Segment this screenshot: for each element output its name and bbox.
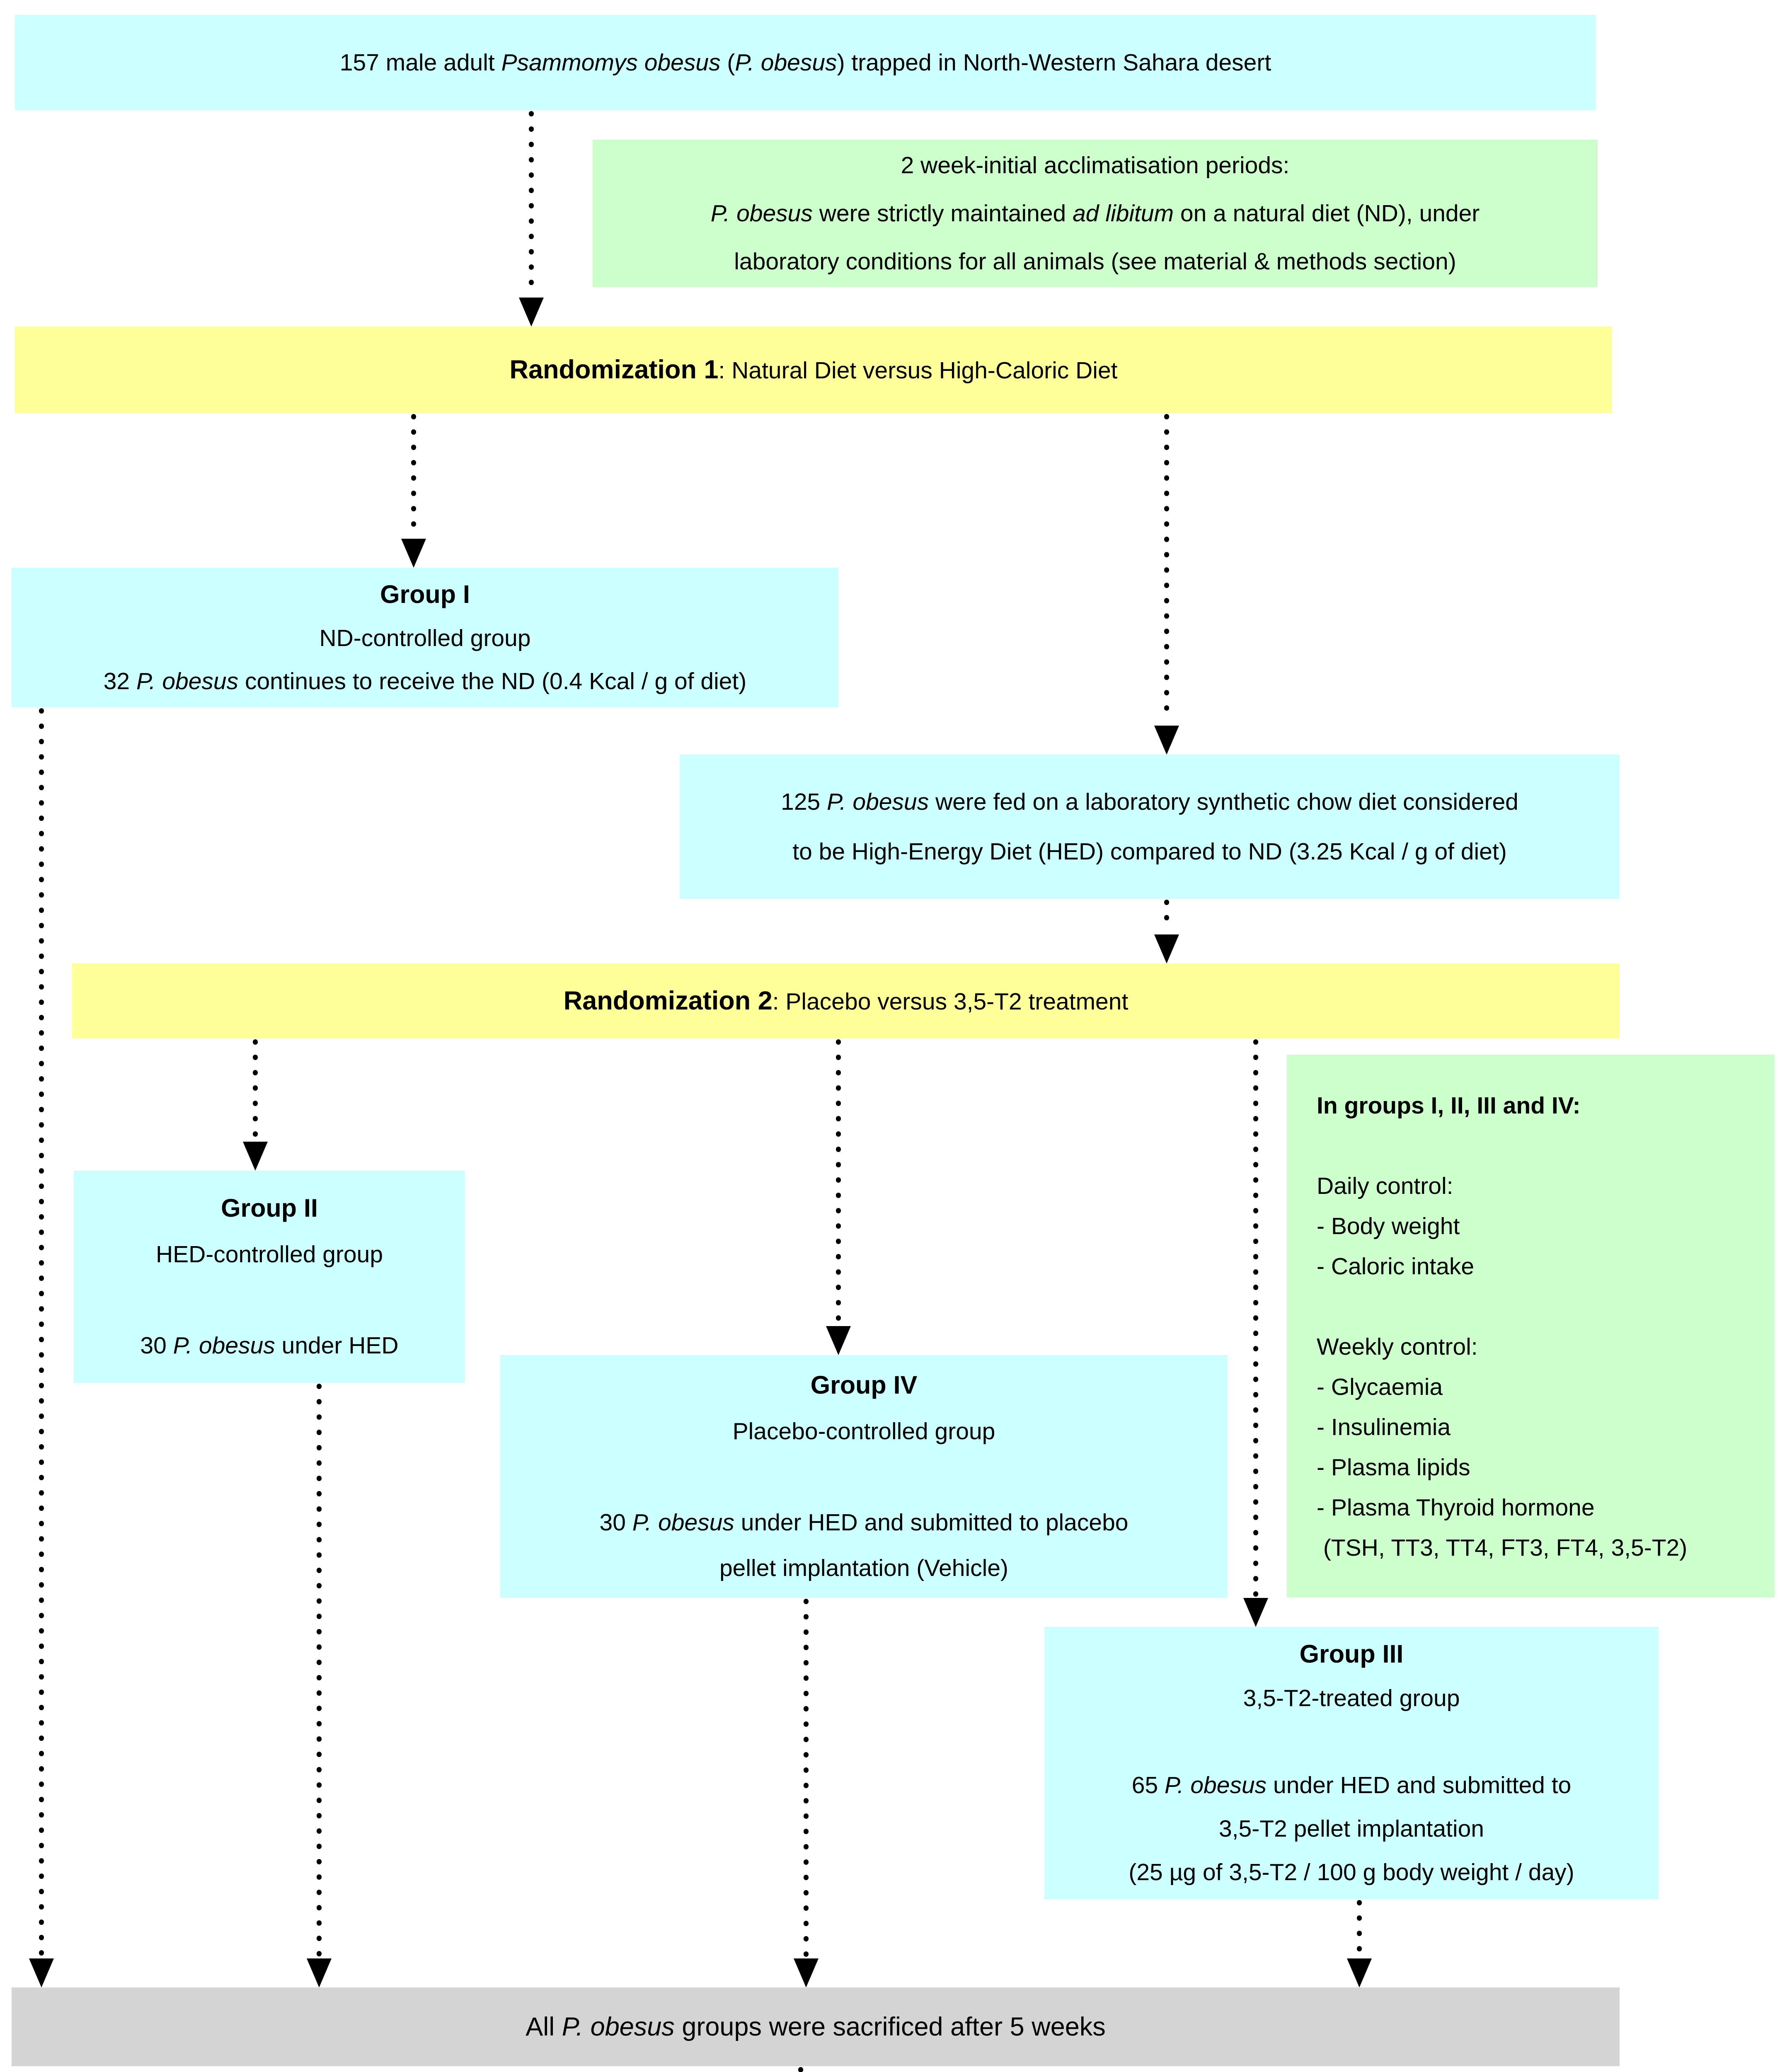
group-2-text: Group II HED-controlled group 30 P. obesu… bbox=[140, 1185, 398, 1368]
text-line: (25 µg of 3,5-T2 / 100 g body weight / d… bbox=[1129, 1859, 1574, 1886]
randomization-2-bar: Randomization 2: Placebo versus 3,5-T2 t… bbox=[72, 963, 1620, 1038]
text-line: 2 week-initial acclimatisation periods: bbox=[901, 152, 1290, 179]
text-line: 65 P. obesus under HED and submitted to bbox=[1131, 1772, 1572, 1798]
text-line: Group IV bbox=[810, 1371, 918, 1399]
arrow-randomization2-to-group2 bbox=[243, 1039, 268, 1171]
text-line: laboratory conditions for all animals (s… bbox=[734, 248, 1456, 275]
text-line: 30 P. obesus under HED and submitted to … bbox=[599, 1509, 1129, 1536]
monitoring-protocol-text: In groups I, II, III and IV: Daily contr… bbox=[1317, 1086, 1687, 1568]
arrow-hed-to-randomization2 bbox=[1154, 900, 1179, 963]
text-line: Group III bbox=[1299, 1639, 1404, 1668]
text-line bbox=[600, 1454, 1129, 1500]
text-line: Weekly control: bbox=[1317, 1334, 1478, 1360]
text-line: 3,5-T2 pellet implantation bbox=[1218, 1815, 1484, 1842]
text-line: - Insulinemia bbox=[1317, 1414, 1451, 1440]
arrow-group3-to-sacrifice bbox=[1347, 1900, 1372, 1987]
text-line bbox=[140, 1277, 398, 1323]
text-line bbox=[1317, 1287, 1687, 1327]
text-line: Group I bbox=[380, 580, 470, 608]
text-line: - Caloric intake bbox=[1317, 1253, 1475, 1280]
monitoring-protocol-box: In groups I, II, III and IV: Daily contr… bbox=[1287, 1055, 1775, 1598]
hed-diet-box: 125 P. obesus were fed on a laboratory s… bbox=[680, 755, 1620, 899]
text-line: 125 P. obesus were fed on a laboratory s… bbox=[781, 789, 1518, 815]
text-line: ND-controlled group bbox=[319, 625, 531, 651]
text-line: 3,5-T2-treated group bbox=[1243, 1685, 1460, 1711]
arrow-randomization2-to-group4 bbox=[826, 1039, 851, 1355]
arrow-capture-to-randomization1 bbox=[519, 111, 544, 327]
text-line: Randomization 1: Natural Diet versus Hig… bbox=[509, 355, 1118, 384]
capture-text: 157 male adult Psammomys obesus (P. obes… bbox=[340, 40, 1271, 85]
arrow-group4-to-sacrifice bbox=[794, 1599, 819, 1987]
arrow-randomization1-to-group1 bbox=[401, 414, 426, 568]
acclimatisation-text: 2 week-initial acclimatisation periods: P… bbox=[711, 141, 1480, 286]
arrow-group1-to-sacrifice bbox=[29, 708, 54, 1987]
randomization-2-text: Randomization 2: Placebo versus 3,5-T2 t… bbox=[564, 978, 1129, 1024]
text-line: In groups I, II, III and IV: bbox=[1317, 1092, 1581, 1119]
text-line: 157 male adult Psammomys obesus (P. obes… bbox=[339, 49, 1271, 76]
group-3-text: Group III 3,5-T2-treated group 65 P. obes… bbox=[1129, 1632, 1574, 1894]
text-line: Randomization 2: Placebo versus 3,5-T2 t… bbox=[563, 986, 1129, 1015]
text-line: HED-controlled group bbox=[155, 1241, 383, 1268]
text-line: 32 P. obesus continues to receive the ND… bbox=[103, 668, 747, 695]
group-4-text: Group IV Placebo-controlled group 30 P. o… bbox=[600, 1362, 1129, 1591]
arrow-sacrifice-to-assessment bbox=[798, 2067, 803, 2072]
text-line: to be High-Energy Diet (HED) compared to… bbox=[792, 838, 1507, 865]
arrow-group2-to-sacrifice bbox=[307, 1384, 332, 1987]
randomization-1-text: Randomization 1: Natural Diet versus Hig… bbox=[510, 347, 1118, 393]
text-line: - Glycaemia bbox=[1317, 1374, 1443, 1400]
randomization-1-bar: Randomization 1: Natural Diet versus Hig… bbox=[15, 327, 1612, 413]
text-line bbox=[1129, 1720, 1574, 1764]
text-line: All P. obesus groups were sacrificed aft… bbox=[526, 2012, 1106, 2041]
text-line: - Body weight bbox=[1317, 1213, 1460, 1239]
text-line: Group II bbox=[221, 1194, 318, 1222]
acclimatisation-box: 2 week-initial acclimatisation periods: P… bbox=[593, 140, 1598, 287]
group-2-box: Group II HED-controlled group 30 P. obesu… bbox=[74, 1171, 465, 1383]
text-line: 30 P. obesus under HED bbox=[140, 1332, 399, 1359]
text-line: - Plasma lipids bbox=[1317, 1454, 1470, 1481]
text-line bbox=[1317, 1126, 1687, 1166]
text-line: - Plasma Thyroid hormone bbox=[1317, 1494, 1595, 1521]
text-line: pellet implantation (Vehicle) bbox=[719, 1555, 1009, 1581]
group-1-text: Group I ND-controlled group 32 P. obesus c… bbox=[104, 573, 747, 703]
hed-diet-text: 125 P. obesus were fed on a laboratory s… bbox=[781, 777, 1518, 876]
sacrifice-text: All P. obesus groups were sacrificed aft… bbox=[526, 2004, 1106, 2049]
group-1-box: Group I ND-controlled group 32 P. obesus c… bbox=[12, 568, 838, 707]
text-line: Daily control: bbox=[1317, 1173, 1453, 1199]
text-line: (TSH, TT3, TT4, FT3, FT4, 3,5-T2) bbox=[1317, 1535, 1688, 1561]
text-line: P. obesus were strictly maintained ad li… bbox=[710, 200, 1480, 227]
group-4-box: Group IV Placebo-controlled group 30 P. o… bbox=[500, 1355, 1228, 1598]
arrow-randomization2-to-group3 bbox=[1243, 1039, 1268, 1627]
sacrifice-bar: All P. obesus groups were sacrificed aft… bbox=[12, 1987, 1620, 2066]
group-3-box: Group III 3,5-T2-treated group 65 P. obes… bbox=[1044, 1627, 1659, 1899]
arrow-randomization1-to-hed bbox=[1154, 414, 1179, 755]
text-line: Placebo-controlled group bbox=[732, 1418, 995, 1445]
capture-box: 157 male adult Psammomys obesus (P. obes… bbox=[15, 15, 1596, 110]
